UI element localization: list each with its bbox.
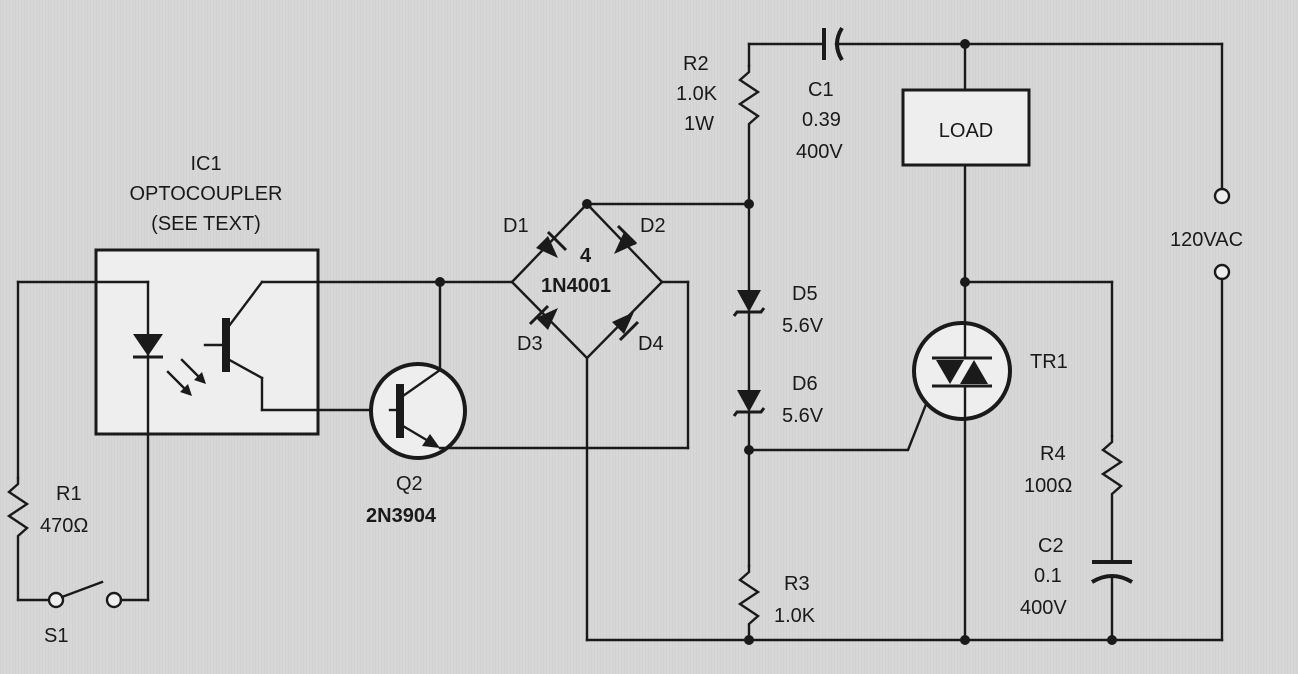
d1-diode xyxy=(536,236,558,258)
c1-value-label: 0.39 xyxy=(802,109,841,131)
q2-part-label: 2N3904 xyxy=(366,505,437,527)
r3-name-label: R3 xyxy=(784,573,810,595)
wire-triac-gate xyxy=(747,382,936,452)
c2-name-label: C2 xyxy=(1038,535,1064,557)
load-box xyxy=(901,88,1031,167)
r3-resistor xyxy=(737,564,761,642)
d2-name-label: D2 xyxy=(640,215,666,237)
tr1-name-label: TR1 xyxy=(1030,351,1068,373)
ic1-light-arrows xyxy=(166,358,206,396)
r1-resistor xyxy=(6,476,30,602)
load-label: LOAD xyxy=(939,120,993,142)
supply-terminal-top xyxy=(1213,187,1231,205)
supply-label: 120VAC xyxy=(1170,229,1243,251)
bridge-rectifier xyxy=(438,202,664,360)
d6-value-label: 5.6V xyxy=(782,405,824,427)
c2-value-label: 0.1 xyxy=(1034,565,1062,587)
supply-terminal-bottom xyxy=(1213,263,1231,281)
bridge-count-label: 4 xyxy=(580,245,592,267)
bridge-part-label: 1N4001 xyxy=(541,275,611,297)
d3-diode xyxy=(536,308,558,330)
ic1-type-label: OPTOCOUPLER xyxy=(130,183,283,205)
d3-name-label: D3 xyxy=(517,333,543,355)
ic1-led-diode xyxy=(133,280,163,602)
r4-resistor xyxy=(1100,434,1124,562)
ic1-phototransistor xyxy=(203,280,442,412)
s1-name-label: S1 xyxy=(44,625,68,647)
ic1-optocoupler-package xyxy=(94,248,320,436)
d4-diode xyxy=(612,312,634,334)
r1-name-label: R1 xyxy=(56,483,82,505)
s1-switch xyxy=(16,580,150,609)
r2-power-label: 1W xyxy=(684,113,714,135)
d5-value-label: 5.6V xyxy=(782,315,824,337)
r2-name-label: R2 xyxy=(683,53,709,75)
ic1-note-label: (SEE TEXT) xyxy=(151,213,261,235)
r3-value-label: 1.0K xyxy=(774,605,816,627)
q2-transistor xyxy=(369,280,690,460)
d2-diode xyxy=(614,232,636,254)
r4-value-label: 100Ω xyxy=(1024,475,1072,497)
q2-name-label: Q2 xyxy=(396,473,423,495)
d6-name-label: D6 xyxy=(792,373,818,395)
c2-capacitor xyxy=(1090,560,1134,642)
r2-resistor xyxy=(737,64,761,206)
junction-bottom-c2 xyxy=(1107,635,1117,645)
d4-name-label: D4 xyxy=(638,333,664,355)
ic1-name-label: IC1 xyxy=(190,153,221,175)
c1-capacitor xyxy=(822,26,1224,62)
r4-name-label: R4 xyxy=(1040,443,1066,465)
c1-name-label: C1 xyxy=(808,79,834,101)
d5-name-label: D5 xyxy=(792,283,818,305)
c2-voltage-label: 400V xyxy=(1020,597,1067,619)
r2-value-label: 1.0K xyxy=(676,83,718,105)
r1-value-label: 470Ω xyxy=(40,515,88,537)
junction-bottom-triac xyxy=(960,635,970,645)
c1-voltage-label: 400V xyxy=(796,141,843,163)
tr1-triac xyxy=(912,321,1012,642)
d1-name-label: D1 xyxy=(503,215,529,237)
junction-bottom-r3 xyxy=(744,635,754,645)
